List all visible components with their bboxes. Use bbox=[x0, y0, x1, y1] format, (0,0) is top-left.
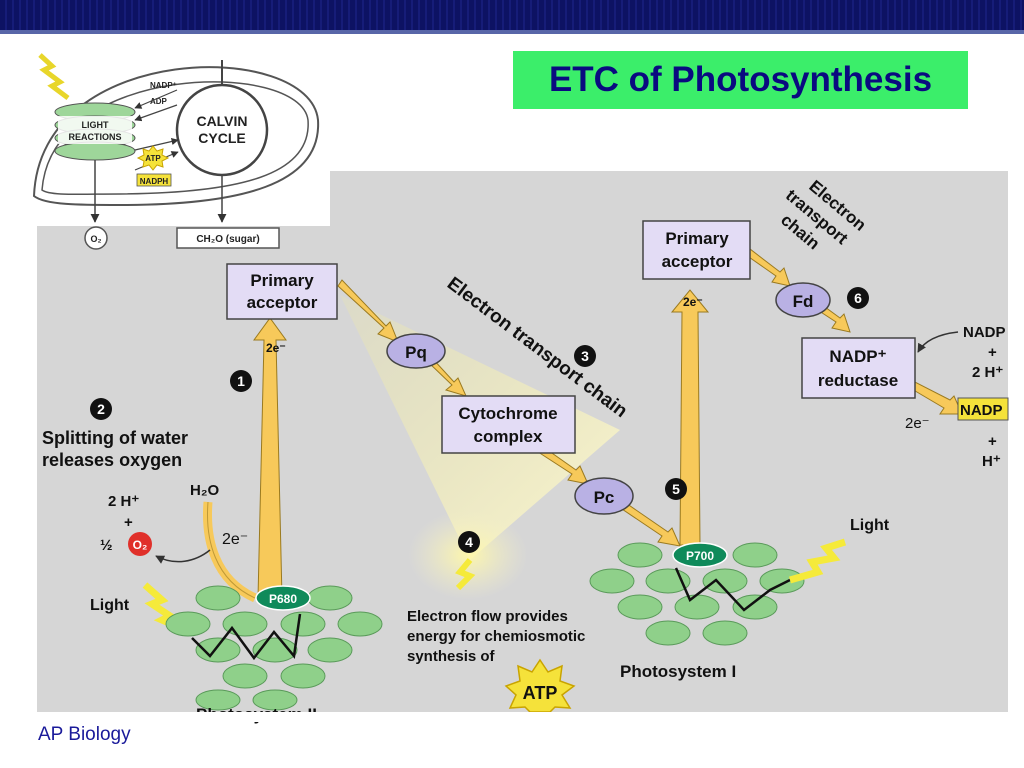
ps1-energy-transfer-path bbox=[674, 567, 791, 612]
p680-reaction-center bbox=[255, 585, 311, 611]
inset-atp-burst-icon bbox=[136, 145, 170, 171]
step-2-badge: 2 bbox=[97, 401, 105, 417]
h2o-label: H₂O bbox=[190, 482, 219, 499]
panel-bottom-mask bbox=[37, 712, 1008, 722]
light-label-right: Light bbox=[850, 517, 890, 534]
fd-carrier: Fd bbox=[775, 282, 831, 318]
photosystem-1-antenna bbox=[589, 542, 805, 646]
cytochrome-complex: Cytochrome complex bbox=[441, 395, 576, 454]
inset-nadp-label: NADP⁺ bbox=[150, 81, 177, 90]
plus-right-1: + bbox=[988, 344, 997, 361]
inset-o2-label: O₂ bbox=[91, 234, 102, 244]
light-label-left: Light bbox=[90, 597, 130, 614]
oxygen-release-arrow bbox=[155, 549, 211, 564]
inset-sugar-label: CH₂O (sugar) bbox=[196, 234, 259, 245]
nadp-in-label: NADP bbox=[963, 324, 1006, 341]
photosystem-1-label: Photosystem I bbox=[620, 662, 736, 681]
half-label: ½ bbox=[100, 537, 113, 554]
splitting-water-line1: Splitting of water bbox=[42, 428, 188, 448]
step-5-badge: 5 bbox=[672, 481, 680, 497]
step-badges: 1 2 3 4 5 6 bbox=[90, 287, 869, 553]
nadph-out-label: NADP bbox=[960, 402, 1003, 419]
inset-adp-label: ADP bbox=[150, 97, 168, 106]
water-2e-label: 2e⁻ bbox=[222, 531, 248, 548]
inset-o2-circle bbox=[84, 226, 108, 250]
step-1-badge: 1 bbox=[237, 373, 245, 389]
light-bolt-right-icon bbox=[789, 538, 847, 584]
slide-title: ETC of Photosynthesis bbox=[513, 51, 968, 109]
electron-flow-line1: Electron flow provides bbox=[407, 608, 568, 625]
step-3-badge: 3 bbox=[581, 348, 589, 364]
two-h-plus-left: 2 H⁺ bbox=[108, 493, 139, 510]
light-reactions-label-line1: LIGHT bbox=[82, 120, 109, 130]
inset-sugar-box bbox=[176, 227, 280, 249]
pq-carrier: Pq bbox=[386, 333, 446, 369]
ps2-energy-arrow bbox=[253, 317, 287, 599]
electron-flow-line2: energy for chemiosmotic bbox=[407, 628, 585, 645]
cytochrome-complex-line2: complex bbox=[474, 427, 544, 446]
nadp-reductase: NADP⁺ reductase bbox=[801, 337, 916, 399]
ps2-primary-acceptor: Primary acceptor bbox=[226, 263, 338, 320]
atp-label: ATP bbox=[523, 683, 558, 703]
nadp-reductase-line2: reductase bbox=[818, 371, 898, 390]
p680-label: P680 bbox=[269, 592, 297, 606]
step4-lightning-icon bbox=[455, 558, 476, 591]
plus-left: + bbox=[124, 514, 133, 531]
nadp-reductase-line1: NADP⁺ bbox=[829, 347, 886, 366]
pq-label: Pq bbox=[405, 343, 427, 362]
ps2-primary-acceptor-line2: acceptor bbox=[247, 293, 318, 312]
p700-reaction-center bbox=[672, 542, 728, 568]
electron-flow-line3: synthesis of bbox=[407, 648, 496, 665]
pc-carrier: Pc bbox=[574, 477, 634, 515]
ps2-primary-acceptor-line1: Primary bbox=[250, 271, 314, 290]
nadph-box bbox=[957, 397, 1009, 421]
photosystem-2-antenna bbox=[165, 585, 383, 711]
ps1-primary-acceptor: Primary acceptor bbox=[642, 220, 751, 280]
chemiosmotic-glow bbox=[408, 510, 528, 600]
oxygen-molecule-label: O₂ bbox=[133, 538, 148, 552]
pc-label: Pc bbox=[594, 488, 615, 507]
ps1-primary-acceptor-line2: acceptor bbox=[662, 252, 733, 271]
splitting-water-line2: releases oxygen bbox=[42, 450, 182, 470]
ps2-2e-label: 2e⁻ bbox=[266, 341, 286, 355]
inset-atp-label: ATP bbox=[145, 154, 161, 163]
step-4-badge: 4 bbox=[465, 534, 473, 550]
light-reactions-stack: LIGHT REACTIONS bbox=[54, 102, 136, 161]
p700-label: P700 bbox=[686, 549, 714, 563]
h-plus-right: H⁺ bbox=[982, 453, 1001, 470]
nadp-in-arrow bbox=[917, 331, 959, 353]
plus-right-2: + bbox=[988, 433, 997, 450]
header-bar-stripe bbox=[0, 30, 1024, 34]
ps2-energy-transfer-path bbox=[191, 613, 302, 661]
oxygen-molecule-icon bbox=[128, 532, 152, 556]
ps1-2e-label: 2e⁻ bbox=[683, 295, 703, 309]
footer-label: AP Biology bbox=[38, 724, 131, 745]
header-bar bbox=[0, 0, 1024, 34]
reductase-2e-label: 2e⁻ bbox=[905, 415, 930, 432]
fd-label: Fd bbox=[793, 292, 814, 311]
light-reactions-label-line2: REACTIONS bbox=[68, 132, 121, 142]
ps1-primary-acceptor-line1: Primary bbox=[665, 229, 729, 248]
step-6-badge: 6 bbox=[854, 290, 862, 306]
inset-light-bolt-icon bbox=[38, 53, 70, 100]
cytochrome-complex-line1: Cytochrome bbox=[458, 404, 557, 423]
inset-nadph-label: NADPH bbox=[140, 177, 169, 186]
chloroplast-outline bbox=[32, 66, 320, 207]
calvin-cycle-label-line2: CYCLE bbox=[198, 130, 245, 146]
calvin-cycle-label-line1: CALVIN bbox=[196, 113, 247, 129]
chloroplast-inset: LIGHT REACTIONS CALVIN CYCLE NADP⁺ ADP A… bbox=[30, 46, 330, 250]
two-h-plus-right: 2 H⁺ bbox=[972, 364, 1003, 381]
